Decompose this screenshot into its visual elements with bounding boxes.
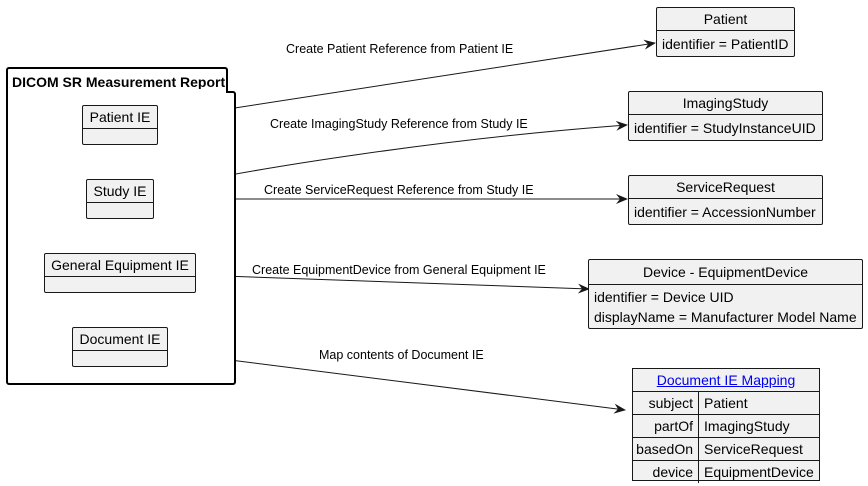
service-request-resource-node[interactable]: ServiceRequest identifier = AccessionNum… xyxy=(628,175,823,225)
mapping-value: ImagingStudy xyxy=(704,418,790,434)
edge-device xyxy=(194,274,590,294)
device-resource-identifier: identifier = Device UID xyxy=(594,289,734,305)
imaging-study-resource-node[interactable]: ImagingStudy identifier = StudyInstanceU… xyxy=(628,91,823,141)
general-equipment-ie-label: General Equipment IE xyxy=(45,254,195,277)
edge-label-device: Create EquipmentDevice from General Equi… xyxy=(252,263,546,277)
device-resource-display-name: displayName = Manufacturer Model Name xyxy=(594,309,857,325)
mapping-row-device: device EquipmentDevice xyxy=(633,461,819,483)
study-ie-node[interactable]: Study IE xyxy=(86,179,154,219)
study-ie-label: Study IE xyxy=(87,180,153,203)
document-ie-mapping-link[interactable]: Document IE Mapping xyxy=(656,372,796,388)
patient-ie-node[interactable]: Patient IE xyxy=(82,105,158,145)
package-title: DICOM SR Measurement Report xyxy=(6,67,228,93)
mapping-key: basedOn xyxy=(633,438,699,460)
edge-patient xyxy=(156,39,656,121)
patient-resource-title: Patient xyxy=(657,8,794,31)
imaging-study-resource-identifier: identifier = StudyInstanceUID xyxy=(634,120,816,136)
device-resource-title: Device - EquipmentDevice xyxy=(589,260,862,285)
device-resource-node[interactable]: Device - EquipmentDevice identifier = De… xyxy=(588,259,863,329)
document-ie-label: Document IE xyxy=(73,328,167,351)
mapping-title-cell: Document IE Mapping xyxy=(633,369,819,392)
mapping-value: Patient xyxy=(704,395,748,411)
patient-resource-identifier: identifier = PatientID xyxy=(662,36,789,52)
package-tab-joint xyxy=(8,89,226,93)
mapping-value: ServiceRequest xyxy=(704,441,803,457)
mapping-row-partof: partOf ImagingStudy xyxy=(633,415,819,438)
service-request-resource-title: ServiceRequest xyxy=(629,176,822,199)
mapping-key: partOf xyxy=(633,415,699,437)
mapping-key: subject xyxy=(633,392,699,414)
mapping-row-subject: subject Patient xyxy=(633,392,819,415)
imaging-study-resource-title: ImagingStudy xyxy=(629,92,822,115)
mapping-key: device xyxy=(633,461,699,483)
edge-document xyxy=(166,351,626,414)
document-ie-mapping-table: Document IE Mapping subject Patient part… xyxy=(632,368,820,483)
document-ie-node[interactable]: Document IE xyxy=(72,327,168,367)
general-equipment-ie-node[interactable]: General Equipment IE xyxy=(44,253,196,293)
mapping-value: EquipmentDevice xyxy=(704,464,814,480)
edge-label-document: Map contents of Document IE xyxy=(319,348,484,362)
service-request-resource-identifier: identifier = AccessionNumber xyxy=(634,204,816,220)
edge-label-service-request: Create ServiceRequest Reference from Stu… xyxy=(264,183,534,197)
edge-label-patient: Create Patient Reference from Patient IE xyxy=(286,42,514,56)
patient-ie-label: Patient IE xyxy=(83,106,157,129)
mapping-row-basedon: basedOn ServiceRequest xyxy=(633,438,819,461)
patient-resource-node[interactable]: Patient identifier = PatientID xyxy=(656,7,795,57)
edge-label-imaging-study: Create ImagingStudy Reference from Study… xyxy=(270,117,528,131)
